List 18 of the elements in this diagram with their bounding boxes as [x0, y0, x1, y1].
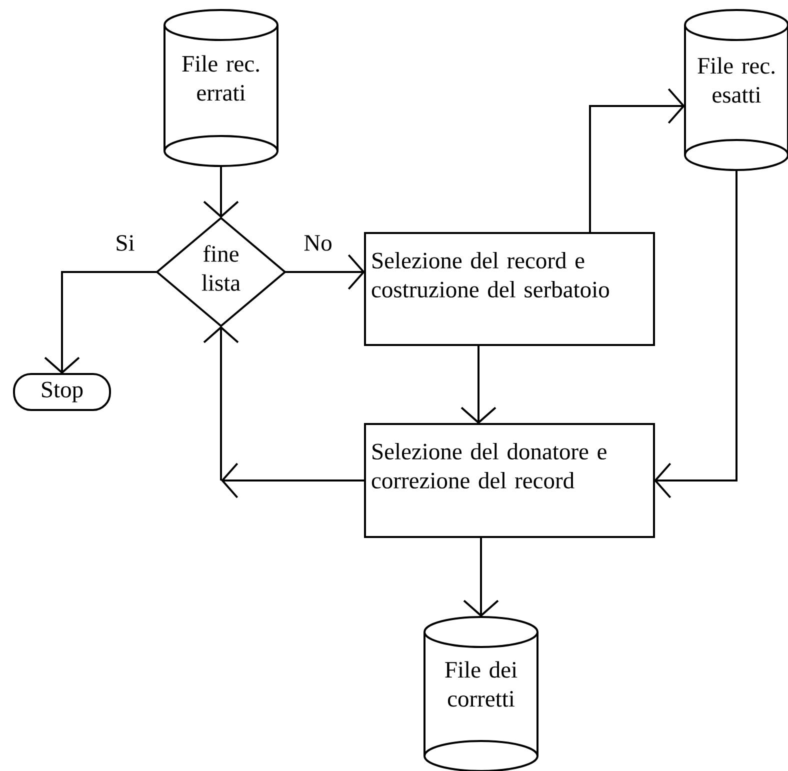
node-label: File rec. errati	[182, 55, 259, 101]
arrow	[460, 345, 496, 424]
arrow	[44, 271, 157, 374]
database-cylinder: File rec. esatti	[684, 9, 788, 171]
edge-label: Si	[114, 234, 136, 252]
database-cylinder: File rec. errati	[164, 9, 278, 167]
arrow	[203, 326, 365, 498]
database-cylinder: File dei corretti	[424, 616, 538, 771]
arrow	[463, 537, 499, 617]
terminal-box: Stop	[13, 373, 111, 411]
arrow	[589, 88, 685, 233]
edge-label: No	[302, 234, 334, 252]
process-box: Selezione del donatore e correzione del record	[364, 423, 655, 538]
node-label: File rec. esatti	[698, 57, 774, 103]
process-box: Selezione del record e costruzione del serbatoio	[364, 232, 655, 346]
arrow	[654, 170, 738, 498]
node-label: File dei corretti	[445, 661, 518, 707]
arrow	[285, 254, 365, 290]
